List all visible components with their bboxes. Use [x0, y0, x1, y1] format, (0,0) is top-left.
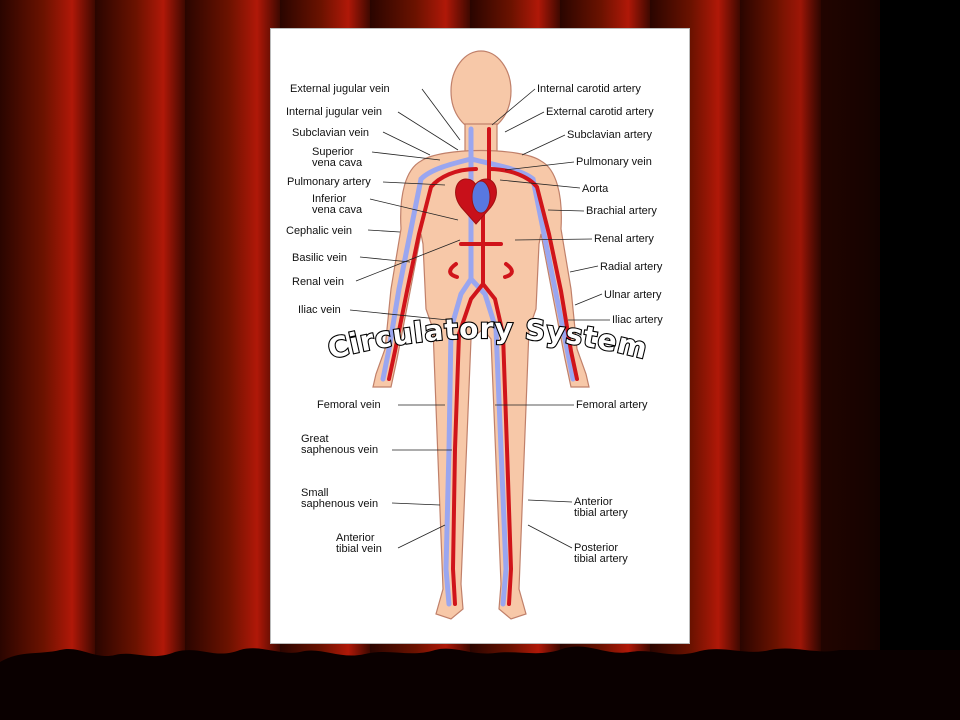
- body-silhouette: [372, 50, 590, 620]
- leader-line: [499, 179, 581, 189]
- left-label-superior-vena-cava: Superior vena cava: [312, 146, 363, 169]
- leader-line: [527, 524, 573, 549]
- right-label-internal-carotid-artery: Internal carotid artery: [537, 83, 641, 95]
- veins: [380, 126, 576, 607]
- right-label-ulnar-artery: Ulnar artery: [604, 289, 662, 301]
- leader-line: [349, 309, 449, 321]
- leader-line: [397, 111, 459, 151]
- leader-line: [574, 293, 603, 306]
- left-label-small-saphenous-vein: Small saphenous vein: [301, 487, 379, 510]
- left-label-internal-jugular-vein: Internal jugular vein: [286, 106, 383, 118]
- heart: [455, 178, 497, 225]
- left-label-basilic-vein: Basilic vein: [292, 252, 348, 264]
- right-label-pulmonary-vein: Pulmonary vein: [576, 156, 652, 168]
- right-label-aorta: Aorta: [582, 183, 609, 195]
- svg-text:Circulatory System: Circulatory System: [324, 312, 651, 366]
- title-text: Circulatory System: [323, 312, 651, 367]
- left-label-anterior-tibial-vein: Anterior tibial vein: [336, 532, 382, 555]
- circulatory-diagram-panel: [270, 28, 690, 644]
- arteries: [387, 127, 579, 606]
- leader-line: [569, 265, 599, 273]
- leader-line: [521, 134, 566, 156]
- torso-and-arms: [372, 149, 590, 620]
- leader-line: [547, 209, 585, 212]
- left-label-external-jugular-vein: External jugular vein: [290, 83, 390, 95]
- leader-line: [421, 88, 461, 141]
- right-label-iliac-artery: Iliac artery: [612, 314, 663, 326]
- leader-line: [397, 524, 446, 549]
- leader-line: [504, 161, 575, 171]
- leader-line: [355, 239, 461, 282]
- left-label-subclavian-vein: Subclavian vein: [292, 127, 370, 139]
- right-label-renal-artery: Renal artery: [594, 233, 654, 245]
- right-label-brachial-artery: Brachial artery: [586, 205, 657, 217]
- head: [450, 50, 512, 132]
- leader-line: [527, 499, 573, 503]
- right-label-femoral-artery: Femoral artery: [576, 399, 648, 411]
- right-label-subclavian-artery: Subclavian artery: [567, 129, 652, 141]
- leader-line: [367, 229, 401, 233]
- left-label-great-saphenous-vein: Great saphenous vein: [301, 433, 379, 456]
- diagram-title: Circulatory System: [323, 312, 651, 367]
- leader-line: [382, 181, 446, 186]
- curtain-hem: [0, 646, 960, 720]
- leader-line: [491, 88, 536, 126]
- right-label-anterior-tibial-artery: Anterior tibial artery: [574, 496, 628, 519]
- left-label-iliac-vein: Iliac vein: [298, 304, 341, 316]
- right-label-posterior-tibial-artery: Posterior tibial artery: [574, 542, 628, 565]
- label-leader-lines: [349, 88, 610, 549]
- left-label-cephalic-vein: Cephalic vein: [286, 225, 353, 237]
- leader-line: [359, 256, 411, 263]
- left-label-renal-vein: Renal vein: [292, 276, 344, 288]
- left-label-femoral-vein: Femoral vein: [317, 399, 381, 411]
- curtain-fold: [0, 0, 96, 720]
- curtain-fold: [95, 0, 186, 720]
- left-label-pulmonary-artery: Pulmonary artery: [287, 176, 371, 188]
- leader-line: [382, 131, 431, 156]
- curtain-fold: [185, 0, 281, 720]
- leader-line: [391, 502, 441, 506]
- human-body-illustration: [349, 50, 610, 620]
- leader-line: [369, 198, 459, 221]
- leader-line: [504, 111, 545, 133]
- leader-line: [514, 238, 593, 241]
- right-label-radial-artery: Radial artery: [600, 261, 663, 273]
- right-label-external-carotid-artery: External carotid artery: [546, 106, 654, 118]
- left-label-inferior-vena-cava: Inferior vena cava: [312, 193, 363, 216]
- leader-line: [371, 151, 441, 161]
